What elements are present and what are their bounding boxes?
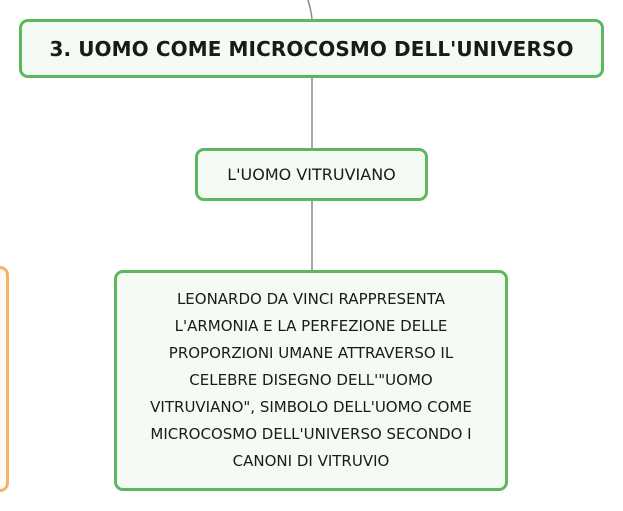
topic-node-title-label: 3. UOMO COME MICROCOSMO DELL'UNIVERSO (49, 36, 574, 61)
topic-node-title[interactable]: 3. UOMO COME MICROCOSMO DELL'UNIVERSO (19, 19, 604, 78)
description-line: L'ARMONIA E LA PERFEZIONE DELLE (174, 317, 448, 335)
description-line: PROPORZIONI UMANE ATTRAVERSO IL (168, 344, 454, 362)
description-line: LEONARDO DA VINCI RAPPRESENTA (176, 290, 446, 308)
partial-sibling-node[interactable] (0, 266, 9, 492)
connector-parent-to-title (307, 0, 313, 20)
topic-node-vitruvian[interactable]: L'UOMO VITRUVIANO (195, 148, 428, 201)
topic-node-vitruvian-label: L'UOMO VITRUVIANO (227, 165, 396, 184)
description-text: LEONARDO DA VINCI RAPPRESENTA L'ARMONIA … (150, 286, 472, 475)
description-line: VITRUVIANO", SIMBOLO DELL'UOMO COME (150, 398, 472, 416)
description-line: CELEBRE DISEGNO DELL'"UOMO (189, 371, 433, 389)
description-line: MICROCOSMO DELL'UNIVERSO SECONDO I (150, 425, 472, 443)
topic-node-description[interactable]: LEONARDO DA VINCI RAPPRESENTA L'ARMONIA … (114, 270, 508, 491)
description-line: CANONI DI VITRUVIO (232, 452, 390, 470)
